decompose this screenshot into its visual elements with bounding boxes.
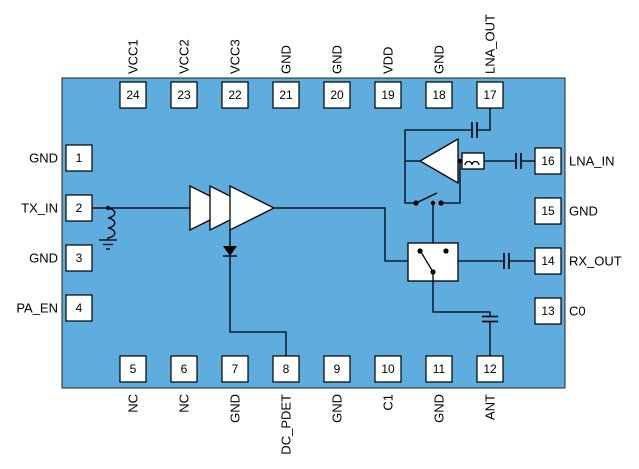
antenna-switch <box>407 242 459 282</box>
lna-output-path <box>404 108 491 162</box>
pin-4-label: PA_EN <box>16 301 58 316</box>
svg-text:21: 21 <box>279 88 293 102</box>
svg-text:18: 18 <box>432 88 446 102</box>
svg-text:16: 16 <box>541 154 555 168</box>
svg-text:12: 12 <box>483 362 497 376</box>
pin-7-label: GND <box>228 394 243 423</box>
pin-24-label: VCC1 <box>126 39 141 74</box>
svg-text:8: 8 <box>283 362 290 376</box>
pin-13-label: C0 <box>569 304 586 319</box>
svg-text:9: 9 <box>334 362 341 376</box>
capacitor-icon <box>482 315 498 323</box>
pin-14: 14 <box>534 247 562 275</box>
pin-13: 13 <box>534 297 562 325</box>
pin-16-label: LNA_IN <box>569 154 615 169</box>
junction-dot <box>430 200 436 206</box>
pin-11-label: GND <box>432 394 447 423</box>
pin-1: 1 <box>65 144 93 172</box>
svg-text:3: 3 <box>76 251 83 265</box>
pin-15-label: GND <box>569 204 598 219</box>
svg-text:6: 6 <box>181 362 188 376</box>
pin-1-label: GND <box>29 151 58 166</box>
power-amplifier-icon <box>189 184 276 232</box>
svg-text:11: 11 <box>433 362 446 376</box>
svg-text:14: 14 <box>541 254 555 268</box>
pin-6-label: NC <box>177 394 192 413</box>
svg-text:1: 1 <box>76 151 83 165</box>
pin-4: 4 <box>65 294 93 322</box>
pin-5-label: NC <box>126 394 141 413</box>
pin-10-label: C1 <box>381 394 396 411</box>
pin-24: 24 <box>119 81 147 109</box>
junction-dot <box>457 158 463 164</box>
ground-icon <box>99 239 117 250</box>
inductor-icon <box>107 207 116 240</box>
svg-text:13: 13 <box>541 304 555 318</box>
power-detector-path <box>223 230 287 356</box>
pin-23-label: VCC2 <box>177 39 192 74</box>
pin-19-label: VDD <box>381 47 396 74</box>
pin-15: 15 <box>534 197 562 225</box>
svg-text:5: 5 <box>130 362 137 376</box>
pin-22: 22 <box>221 81 249 109</box>
pin-6: 6 <box>170 355 198 383</box>
pin-17: 17 <box>476 81 504 109</box>
pin-16: 16 <box>534 147 562 175</box>
svg-text:4: 4 <box>76 301 83 315</box>
pin-9-label: GND <box>330 394 345 423</box>
pin-11: 11 <box>425 355 453 383</box>
antenna-path <box>432 281 498 356</box>
pin-18: 18 <box>425 81 453 109</box>
svg-text:20: 20 <box>330 88 344 102</box>
svg-text:24: 24 <box>126 88 140 102</box>
matching-network <box>461 152 485 170</box>
pin-10: 10 <box>374 355 402 383</box>
pin-17-label: LNA_OUT <box>483 14 498 74</box>
pin-8: 8 <box>272 355 300 383</box>
svg-text:10: 10 <box>381 362 395 376</box>
pin-20-label: GND <box>330 45 345 74</box>
svg-text:15: 15 <box>541 204 555 218</box>
svg-text:17: 17 <box>483 88 497 102</box>
pin-12: 12 <box>476 355 504 383</box>
pin-22-label: VCC3 <box>228 39 243 74</box>
pin-2: 2 <box>65 194 93 222</box>
lna-bypass-switch <box>404 158 463 206</box>
pin-5: 5 <box>119 355 147 383</box>
svg-text:23: 23 <box>177 88 191 102</box>
inductor-icon <box>464 160 480 166</box>
tx-input-path <box>92 205 190 250</box>
pin-2-label: TX_IN <box>21 201 58 216</box>
rx-output-path <box>458 253 535 269</box>
svg-text:7: 7 <box>232 362 239 376</box>
pin-12-label: ANT <box>483 394 498 420</box>
pin-18-label: GND <box>432 45 447 74</box>
pin-7: 7 <box>221 355 249 383</box>
switch-arm-icon <box>415 192 438 204</box>
pin-8-label: DC_PDET <box>279 394 294 455</box>
svg-text:19: 19 <box>381 88 395 102</box>
pin-3-label: GND <box>29 251 58 266</box>
pin-9: 9 <box>323 355 351 383</box>
pin-3: 3 <box>65 244 93 272</box>
pin-14-label: RX_OUT <box>569 254 622 269</box>
pin-23: 23 <box>170 81 198 109</box>
svg-text:2: 2 <box>76 201 83 215</box>
pin-20: 20 <box>323 81 351 109</box>
pa-output-wire <box>274 207 408 262</box>
pin-21-label: GND <box>279 45 294 74</box>
pin-19: 19 <box>374 81 402 109</box>
switch-arm-icon <box>420 251 434 273</box>
pin-21: 21 <box>272 81 300 109</box>
svg-text:22: 22 <box>228 88 242 102</box>
